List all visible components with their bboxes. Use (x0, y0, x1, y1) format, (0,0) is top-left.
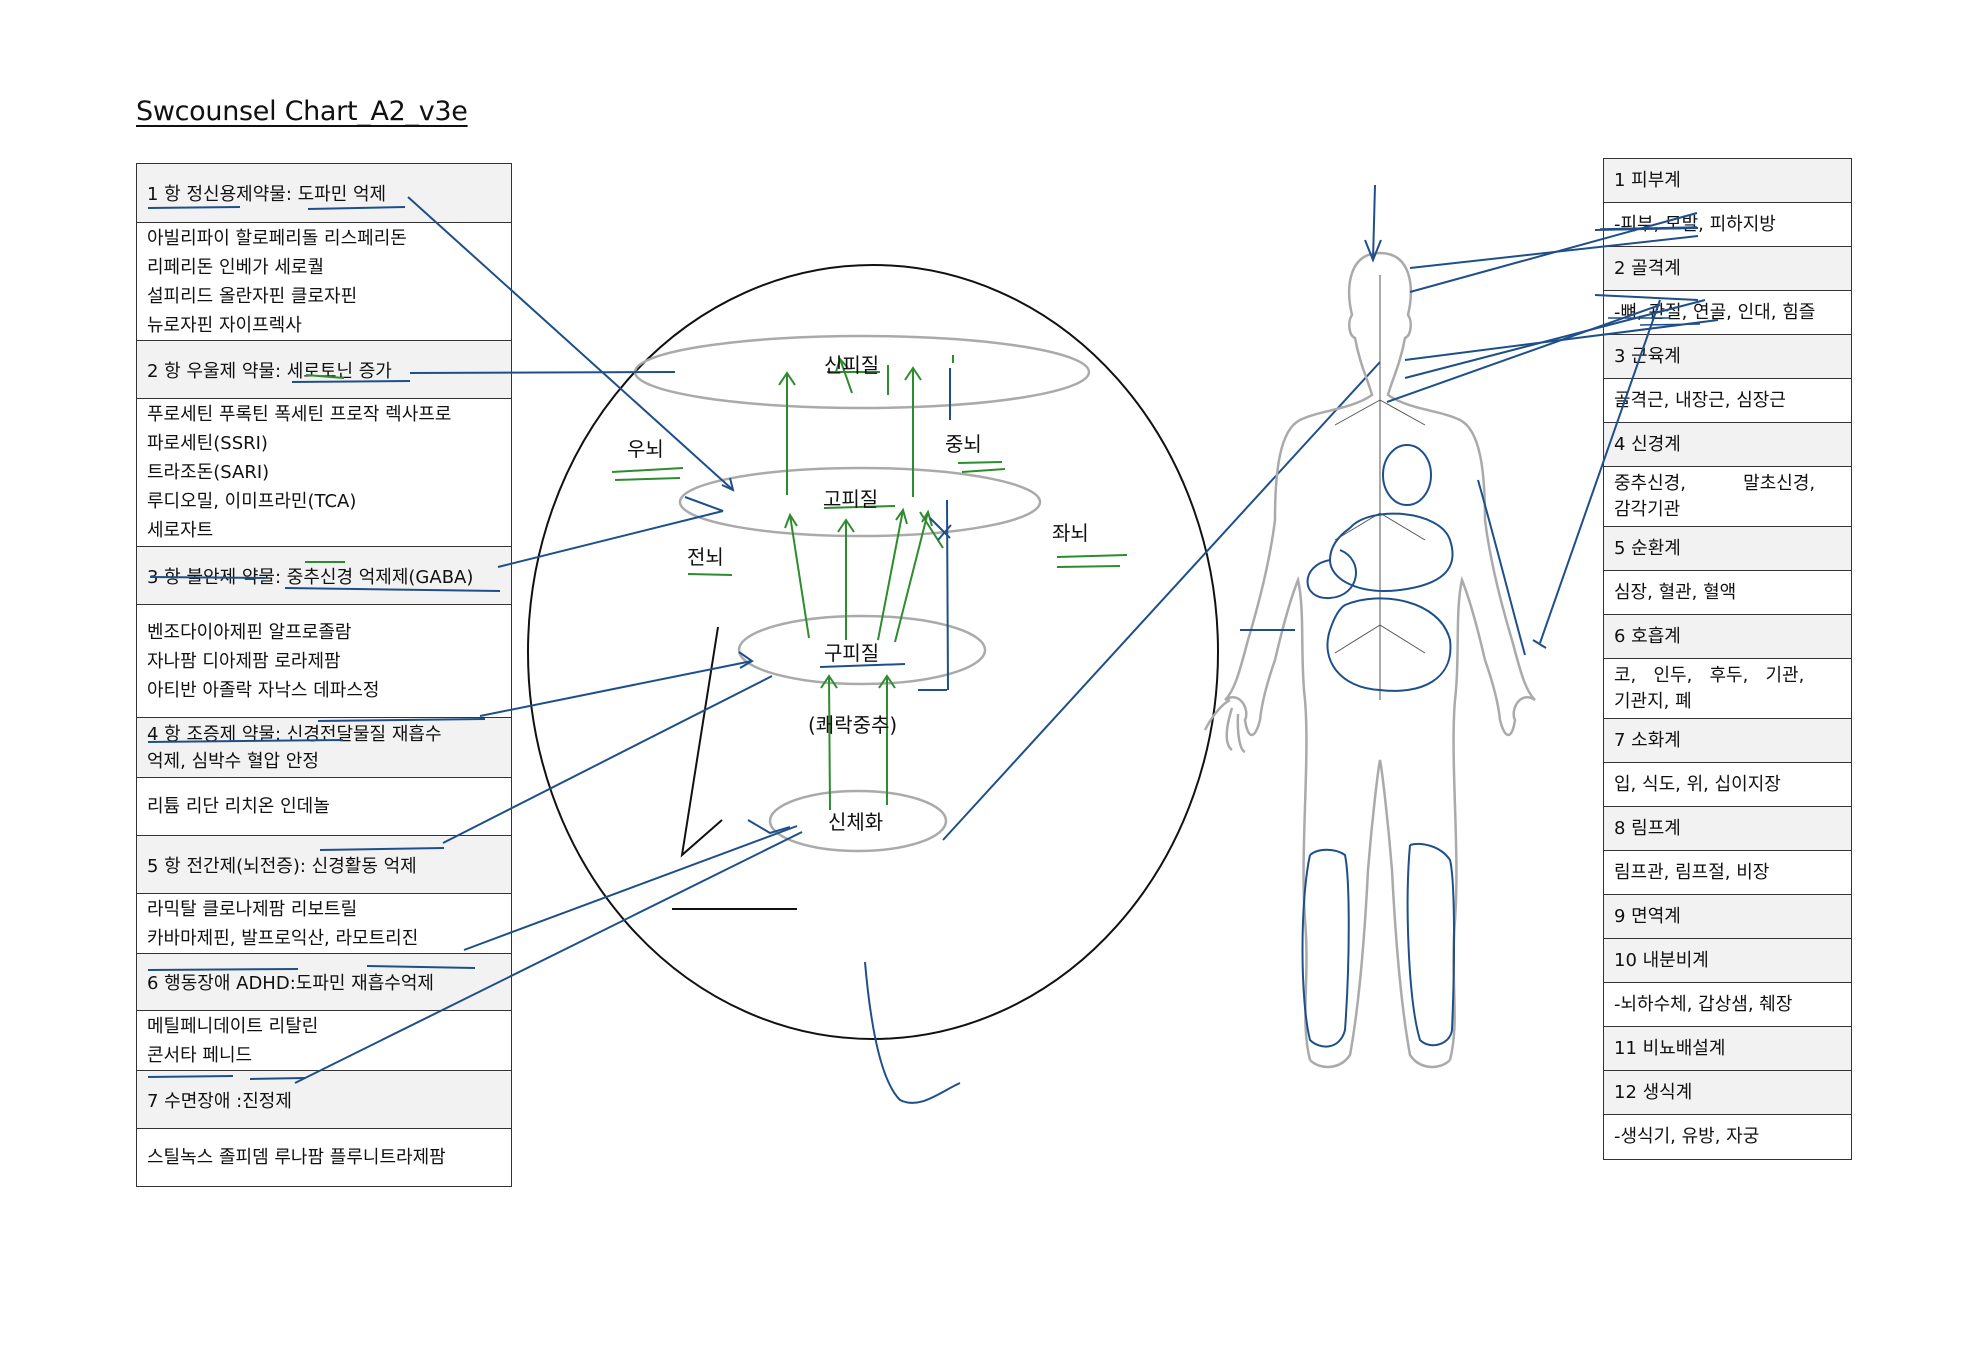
drug-list-4: 리튬 리단 리치온 인데놀 (137, 778, 511, 836)
drug-line: 리튬 리단 리치온 인데놀 (147, 796, 330, 817)
system-line: 기관지, 폐 (1614, 690, 1692, 712)
label-pleasure-center: (쾌락중추) (808, 713, 898, 737)
system-header-8: 8 림프계 (1604, 807, 1851, 851)
drug-header-7: 7 수면장애 :진정제 (137, 1071, 511, 1129)
drug-list-2: 푸로세틴 푸록틴 폭세틴 프로작 렉사프로 파로세틴(SSRI) 트라조돈(SA… (137, 399, 511, 547)
system-detail-3: 골격근, 내장근, 심장근 (1604, 379, 1851, 423)
label-neocortex: 신피질 (824, 353, 880, 377)
system-header-1: 1 피부계 (1604, 159, 1851, 203)
system-header-7: 7 소화계 (1604, 719, 1851, 763)
system-line: 감각기관 (1614, 498, 1681, 520)
drug-header-1: 1 항 정신용제약물: 도파민 억제 (137, 164, 511, 223)
system-detail-8: 림프관, 림프절, 비장 (1604, 851, 1851, 895)
drug-line: 뉴로자핀 자이프렉사 (147, 314, 302, 336)
drug-line: 라믹탈 클로나제팜 리보트릴 (147, 898, 358, 920)
drug-header-6: 6 행동장애 ADHD:도파민 재흡수억제 (137, 954, 511, 1011)
drug-line: 벤조다이아제핀 알프로졸람 (147, 621, 352, 643)
system-detail-5: 심장, 혈관, 혈액 (1604, 571, 1851, 615)
brain-outline (527, 264, 1219, 1040)
drug-line: 메틸페니데이트 리탈린 (147, 1015, 319, 1037)
layer-somatization-ellipse (768, 789, 948, 853)
system-header-4: 4 신경계 (1604, 423, 1851, 467)
system-line: 중추신경, 말초신경, (1614, 472, 1816, 494)
drug-line: 리페리돈 인베가 세로퀄 (147, 256, 325, 278)
system-detail-12: -생식기, 유방, 자궁 (1614, 1126, 1760, 1147)
drug-header-line: 4 항 조증제 약물: 신경전달물질 재흡수 (147, 723, 442, 745)
drug-header-line: 억제, 심박수 혈압 안정 (147, 750, 319, 772)
ink-stroke (680, 626, 723, 858)
system-header-12: 12 생식계 (1604, 1071, 1851, 1115)
system-header-10: 10 내분비계 (1604, 939, 1851, 983)
drug-header-4: 4 항 조증제 약물: 신경전달물질 재흡수 억제, 심박수 혈압 안정 (137, 718, 511, 778)
green-underlines (305, 371, 1128, 576)
system-header-9: 9 면역계 (1604, 895, 1851, 939)
label-fore-brain: 전뇌 (687, 545, 724, 569)
label-left-brain: 좌뇌 (1052, 521, 1089, 545)
blue-connectors (294, 196, 1381, 1104)
system-detail-6: 코, 인두, 후두, 기관, 기관지, 폐 (1604, 659, 1851, 719)
system-detail-10: -뇌하수체, 갑상샘, 췌장 (1604, 983, 1851, 1027)
organ-annotations (1240, 184, 1719, 1048)
system-header-5: 5 순환계 (1604, 527, 1851, 571)
layer-paleocortex-ellipse (737, 614, 987, 686)
system-header-6: 6 호흡계 (1604, 615, 1851, 659)
drug-list-3: 벤조다이아제핀 알프로졸람 자나팜 디아제팜 로라제팜 아티반 아졸락 자낙스 … (137, 605, 511, 718)
system-line: 코, 인두, 후두, 기관, (1614, 664, 1805, 686)
right-table-underlines (1599, 226, 1701, 326)
drug-line: 아빌리파이 할로페리돌 리스페리돈 (147, 227, 407, 249)
drug-line: 카바마제핀, 발프로익산, 라모트리진 (147, 927, 419, 949)
drug-line: 자나팜 디아제팜 로라제팜 (147, 650, 341, 672)
system-detail-4: 중추신경, 말초신경, 감각기관 (1604, 467, 1851, 527)
blue-underlines (147, 206, 906, 1080)
drug-line: 푸로세틴 푸록틴 폭세틴 프로작 렉사프로 (147, 404, 452, 425)
drug-line: 설피리드 올란자핀 클로자핀 (147, 285, 358, 307)
layer-archicortex-ellipse (678, 466, 1042, 538)
system-header-11: 11 비뇨배설계 (1604, 1027, 1851, 1071)
system-header-2: 2 골격계 (1604, 247, 1851, 291)
system-detail-7: 입, 식도, 위, 십이지장 (1604, 763, 1851, 807)
drug-line: 트라조돈(SARI) (147, 462, 270, 483)
drug-line: 스틸녹스 졸피뎀 루나팜 플루니트라제팜 (147, 1147, 446, 1168)
drug-line: 파로세틴(SSRI) (147, 433, 268, 454)
page-title: Swcounsel Chart_A2_v3e (136, 96, 468, 127)
human-body-outline (1203, 251, 1536, 1069)
body-systems-table: 1 피부계 -피부, 모발, 피하지방 2 골격계 -뼈, 관절, 연골, 인대… (1603, 158, 1852, 1160)
label-somatization: 신체화 (828, 810, 884, 834)
drug-list-1: 아빌리파이 할로페리돌 리스페리돈 리페리돈 인베가 세로퀄 설피리드 올란자핀… (137, 223, 511, 341)
drug-list-7: 스틸녹스 졸피뎀 루나팜 플루니트라제팜 (137, 1129, 511, 1186)
system-header-3: 3 근육계 (1604, 335, 1851, 379)
green-arrows (778, 355, 954, 811)
body-internals (1334, 275, 1426, 700)
drug-header-5: 5 항 전간제(뇌전증): 신경활동 억제 (137, 836, 511, 894)
drug-list-6: 메틸페니데이트 리탈린 콘서타 페니드 (137, 1011, 511, 1071)
drug-list-5: 라믹탈 클로나제팜 리보트릴 카바마제핀, 발프로익산, 라모트리진 (137, 894, 511, 954)
drug-line: 루디오밀, 이미프라민(TCA) (147, 491, 357, 512)
drug-line: 세로자트 (147, 520, 214, 541)
label-mid-brain: 중뇌 (945, 432, 982, 456)
drug-line: 콘서타 페니드 (147, 1044, 253, 1066)
drug-table: 1 항 정신용제약물: 도파민 억제 아빌리파이 할로페리돌 리스페리돈 리페리… (136, 163, 512, 1187)
drug-line: 아티반 아졸락 자낙스 데파스정 (147, 679, 380, 701)
label-paleocortex: 구피질 (824, 641, 880, 665)
drug-header-3: 3 항 불안제 약물: 중추신경 억제제(GABA) (137, 547, 511, 605)
label-archicortex: 고피질 (823, 487, 879, 511)
label-right-brain: 우뇌 (627, 437, 664, 461)
